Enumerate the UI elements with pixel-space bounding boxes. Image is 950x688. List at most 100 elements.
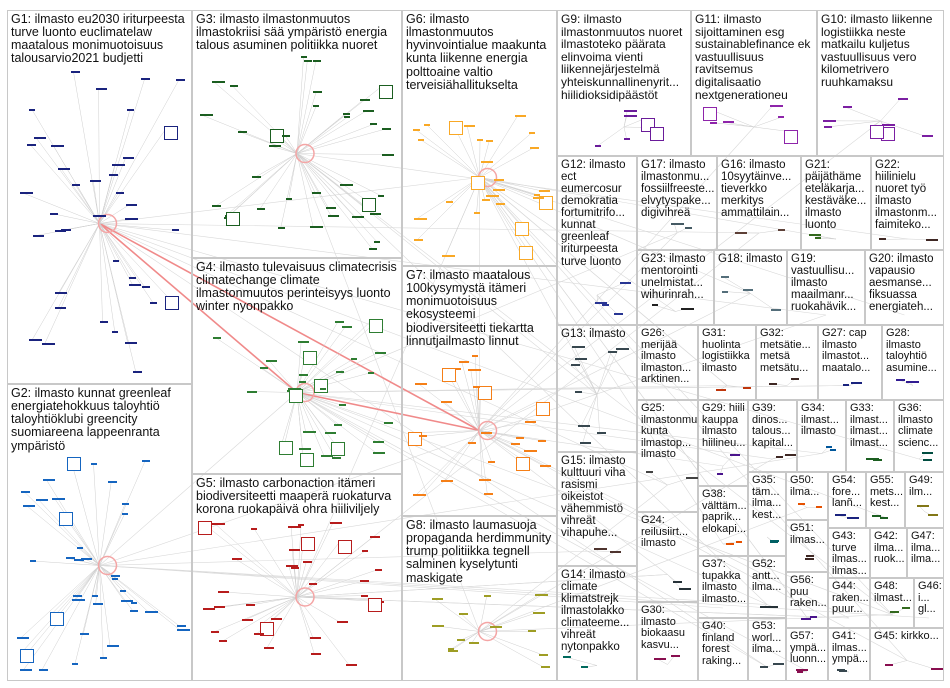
group-g39[interactable]: G39: dinos... talous... kapital... — [748, 400, 797, 472]
group-g45[interactable]: G45: kirkko... — [870, 628, 944, 681]
edge — [41, 565, 100, 671]
group-g11[interactable]: G11: ilmasto sijoittaminen esg sustainab… — [691, 10, 817, 156]
group-g48[interactable]: G48: ilmast... — [870, 578, 914, 628]
group-g6[interactable]: G6: ilmasto ilmastonmuutos hyvinvointial… — [402, 10, 557, 266]
group-g25[interactable]: G25: ilmastonmu... kunta ilmastop... ilm… — [637, 400, 698, 512]
group-g2[interactable]: G2: ilmasto kunnat greenleaf energiateho… — [7, 384, 192, 681]
edge — [573, 364, 598, 395]
edge — [582, 394, 598, 443]
node-marker — [825, 446, 832, 449]
group-g1[interactable]: G1: ilmasto eu2030 iriturpeesta turve lu… — [7, 10, 192, 384]
node-marker — [651, 304, 658, 307]
node-marker — [458, 613, 468, 616]
group-g17[interactable]: G17: ilmasto ilmastonmu... fossiilfreest… — [637, 156, 717, 250]
group-label: G24: reilusiirt... ilmasto — [641, 514, 689, 550]
group-label: G48: ilmast... — [874, 580, 912, 604]
group-g13[interactable]: G13: ilmasto — [557, 325, 637, 452]
edge — [70, 457, 100, 566]
edge — [73, 72, 100, 224]
edge — [296, 536, 374, 598]
group-label: G38: välttäm... paprik... elokapi... — [702, 488, 747, 535]
group-label: G18: ilmasto — [718, 253, 783, 265]
node-marker — [678, 588, 691, 591]
group-g44[interactable]: G44: raken... puur... — [828, 578, 870, 628]
group-g57[interactable]: G57: ympä... luonn... — [786, 628, 828, 681]
edge — [479, 595, 538, 632]
group-g55[interactable]: G55: mets... kest... — [866, 472, 905, 528]
group-label: G9: ilmasto ilmastonmuutos nuoret ilmast… — [561, 12, 683, 102]
group-g50[interactable]: G50: ilma... — [786, 472, 828, 520]
edge — [214, 523, 298, 598]
node-marker — [823, 119, 837, 122]
group-g14[interactable]: G14: ilmasto climate klimatstrejk ilmast… — [557, 566, 637, 681]
node-marker — [287, 387, 301, 390]
edge — [99, 565, 111, 646]
edge — [722, 454, 734, 467]
edge — [597, 126, 625, 146]
group-g26[interactable]: G26: merijää ilmasto ilmaston... arktine… — [637, 325, 698, 400]
edge — [479, 507, 808, 632]
group-g54[interactable]: G54: fore... lanñ... — [828, 472, 866, 528]
group-g16[interactable]: G16: ilmasto 10syytäinve... tieverkko me… — [717, 156, 801, 250]
group-g31[interactable]: G31: huolinta logistiikka ilmasto — [698, 325, 756, 400]
group-g56[interactable]: G56: puu raken... — [786, 572, 828, 628]
self-loop — [97, 213, 118, 234]
group-g24[interactable]: G24: reilusiirt... ilmasto — [637, 512, 698, 602]
node-marker — [282, 134, 291, 137]
edge — [99, 565, 768, 605]
edge — [268, 360, 298, 393]
group-g40[interactable]: G40: finland forest raking... — [698, 618, 748, 681]
group-g42[interactable]: G42: ilma... ruok... — [870, 528, 907, 578]
group-g5[interactable]: G5: ilmasto carbonaction itämeri biodive… — [192, 474, 402, 681]
group-g4[interactable]: G4: ilmasto tulevaisuus climatecrisis cl… — [192, 258, 402, 474]
group-g3[interactable]: G3: ilmasto ilmastonmuutos ilmastokriisi… — [192, 10, 402, 258]
node-marker — [574, 390, 582, 393]
group-g35[interactable]: G35: täm... ilma... kest... — [748, 472, 786, 556]
group-g37[interactable]: G37: tupakka ilmasto ilmasto... — [698, 556, 748, 618]
group-g23[interactable]: G23: ilmasto mentorointi unelmistat... w… — [637, 250, 714, 325]
group-g28[interactable]: G28: ilmasto taloyhtiö asumine... — [882, 325, 944, 400]
group-g20[interactable]: G20: ilmasto vapausio aesmanse... fiksua… — [865, 250, 944, 325]
node-marker — [312, 192, 322, 195]
group-g10[interactable]: G10: ilmasto liikenne logistiikka neste … — [817, 10, 944, 156]
group-g49[interactable]: G49: ilm... — [905, 472, 944, 528]
group-g36[interactable]: G36: ilmasto climate scienc... — [894, 400, 944, 472]
node-marker — [533, 611, 546, 614]
group-label: G25: ilmastonmu... kunta ilmastop... ilm… — [641, 402, 698, 461]
group-g22[interactable]: G22: hiilinielu nuoret työ ilmasto ilmas… — [871, 156, 944, 250]
group-g34[interactable]: G34: ilmast... ilmasto — [797, 400, 846, 472]
group-g38[interactable]: G38: välttäm... paprik... elokapi... — [698, 486, 748, 556]
group-g7[interactable]: G7: ilmasto maatalous 100kysymystä itäme… — [402, 266, 557, 516]
group-g8[interactable]: G8: ilmasto laumasuoja propaganda herdim… — [402, 516, 557, 681]
group-g47[interactable]: G47: ilma... ilma... — [907, 528, 944, 578]
edge — [296, 569, 378, 598]
group-g51[interactable]: G51: ilmas... — [786, 520, 828, 572]
group-g19[interactable]: G19: vastuullisu... ilmasto maailmanr...… — [787, 250, 865, 325]
node-marker — [797, 670, 804, 673]
edge — [421, 139, 480, 178]
group-g21[interactable]: G21: päijäthäme eteläkarja... kestäväke.… — [801, 156, 871, 250]
group-g32[interactable]: G32: metsätie... metsä metsätu... — [756, 325, 818, 400]
edge — [667, 574, 677, 582]
node-marker — [408, 431, 423, 446]
group-g41[interactable]: G41: ilmas... ympä... — [828, 628, 870, 681]
edge-strong — [98, 222, 298, 394]
edge — [99, 565, 104, 659]
edge — [581, 394, 598, 426]
edge — [296, 91, 317, 154]
group-g18[interactable]: G18: ilmasto — [714, 250, 787, 325]
group-g9[interactable]: G9: ilmasto ilmastonmuutos nuoret ilmast… — [557, 10, 691, 156]
group-g46[interactable]: G46: i... gl... — [914, 578, 944, 628]
group-g30[interactable]: G30: ilmasto biokaasu kasvu... — [637, 602, 698, 681]
group-g15[interactable]: G15: ilmasto kulttuuri viha rasismi oike… — [557, 452, 637, 566]
group-g52[interactable]: G52: antt... ilma... — [748, 556, 786, 618]
group-g53[interactable]: G53: worl... ilma... — [748, 618, 786, 681]
group-g27[interactable]: G27: cap ilmasto ilmastot... maatalo... — [818, 325, 882, 400]
group-g43[interactable]: G43: turve ilmas... ilmas... — [828, 528, 870, 578]
node-marker — [418, 139, 425, 142]
edge — [60, 168, 100, 224]
group-g33[interactable]: G33: ilmast... ilmast... ilmast... — [846, 400, 894, 472]
group-g29[interactable]: G29: hiili kauppa ilmasto hiilineu... — [698, 400, 748, 486]
group-g12[interactable]: G12: ilmasto ect eumercosur demokratia f… — [557, 156, 637, 325]
edge — [479, 177, 519, 223]
